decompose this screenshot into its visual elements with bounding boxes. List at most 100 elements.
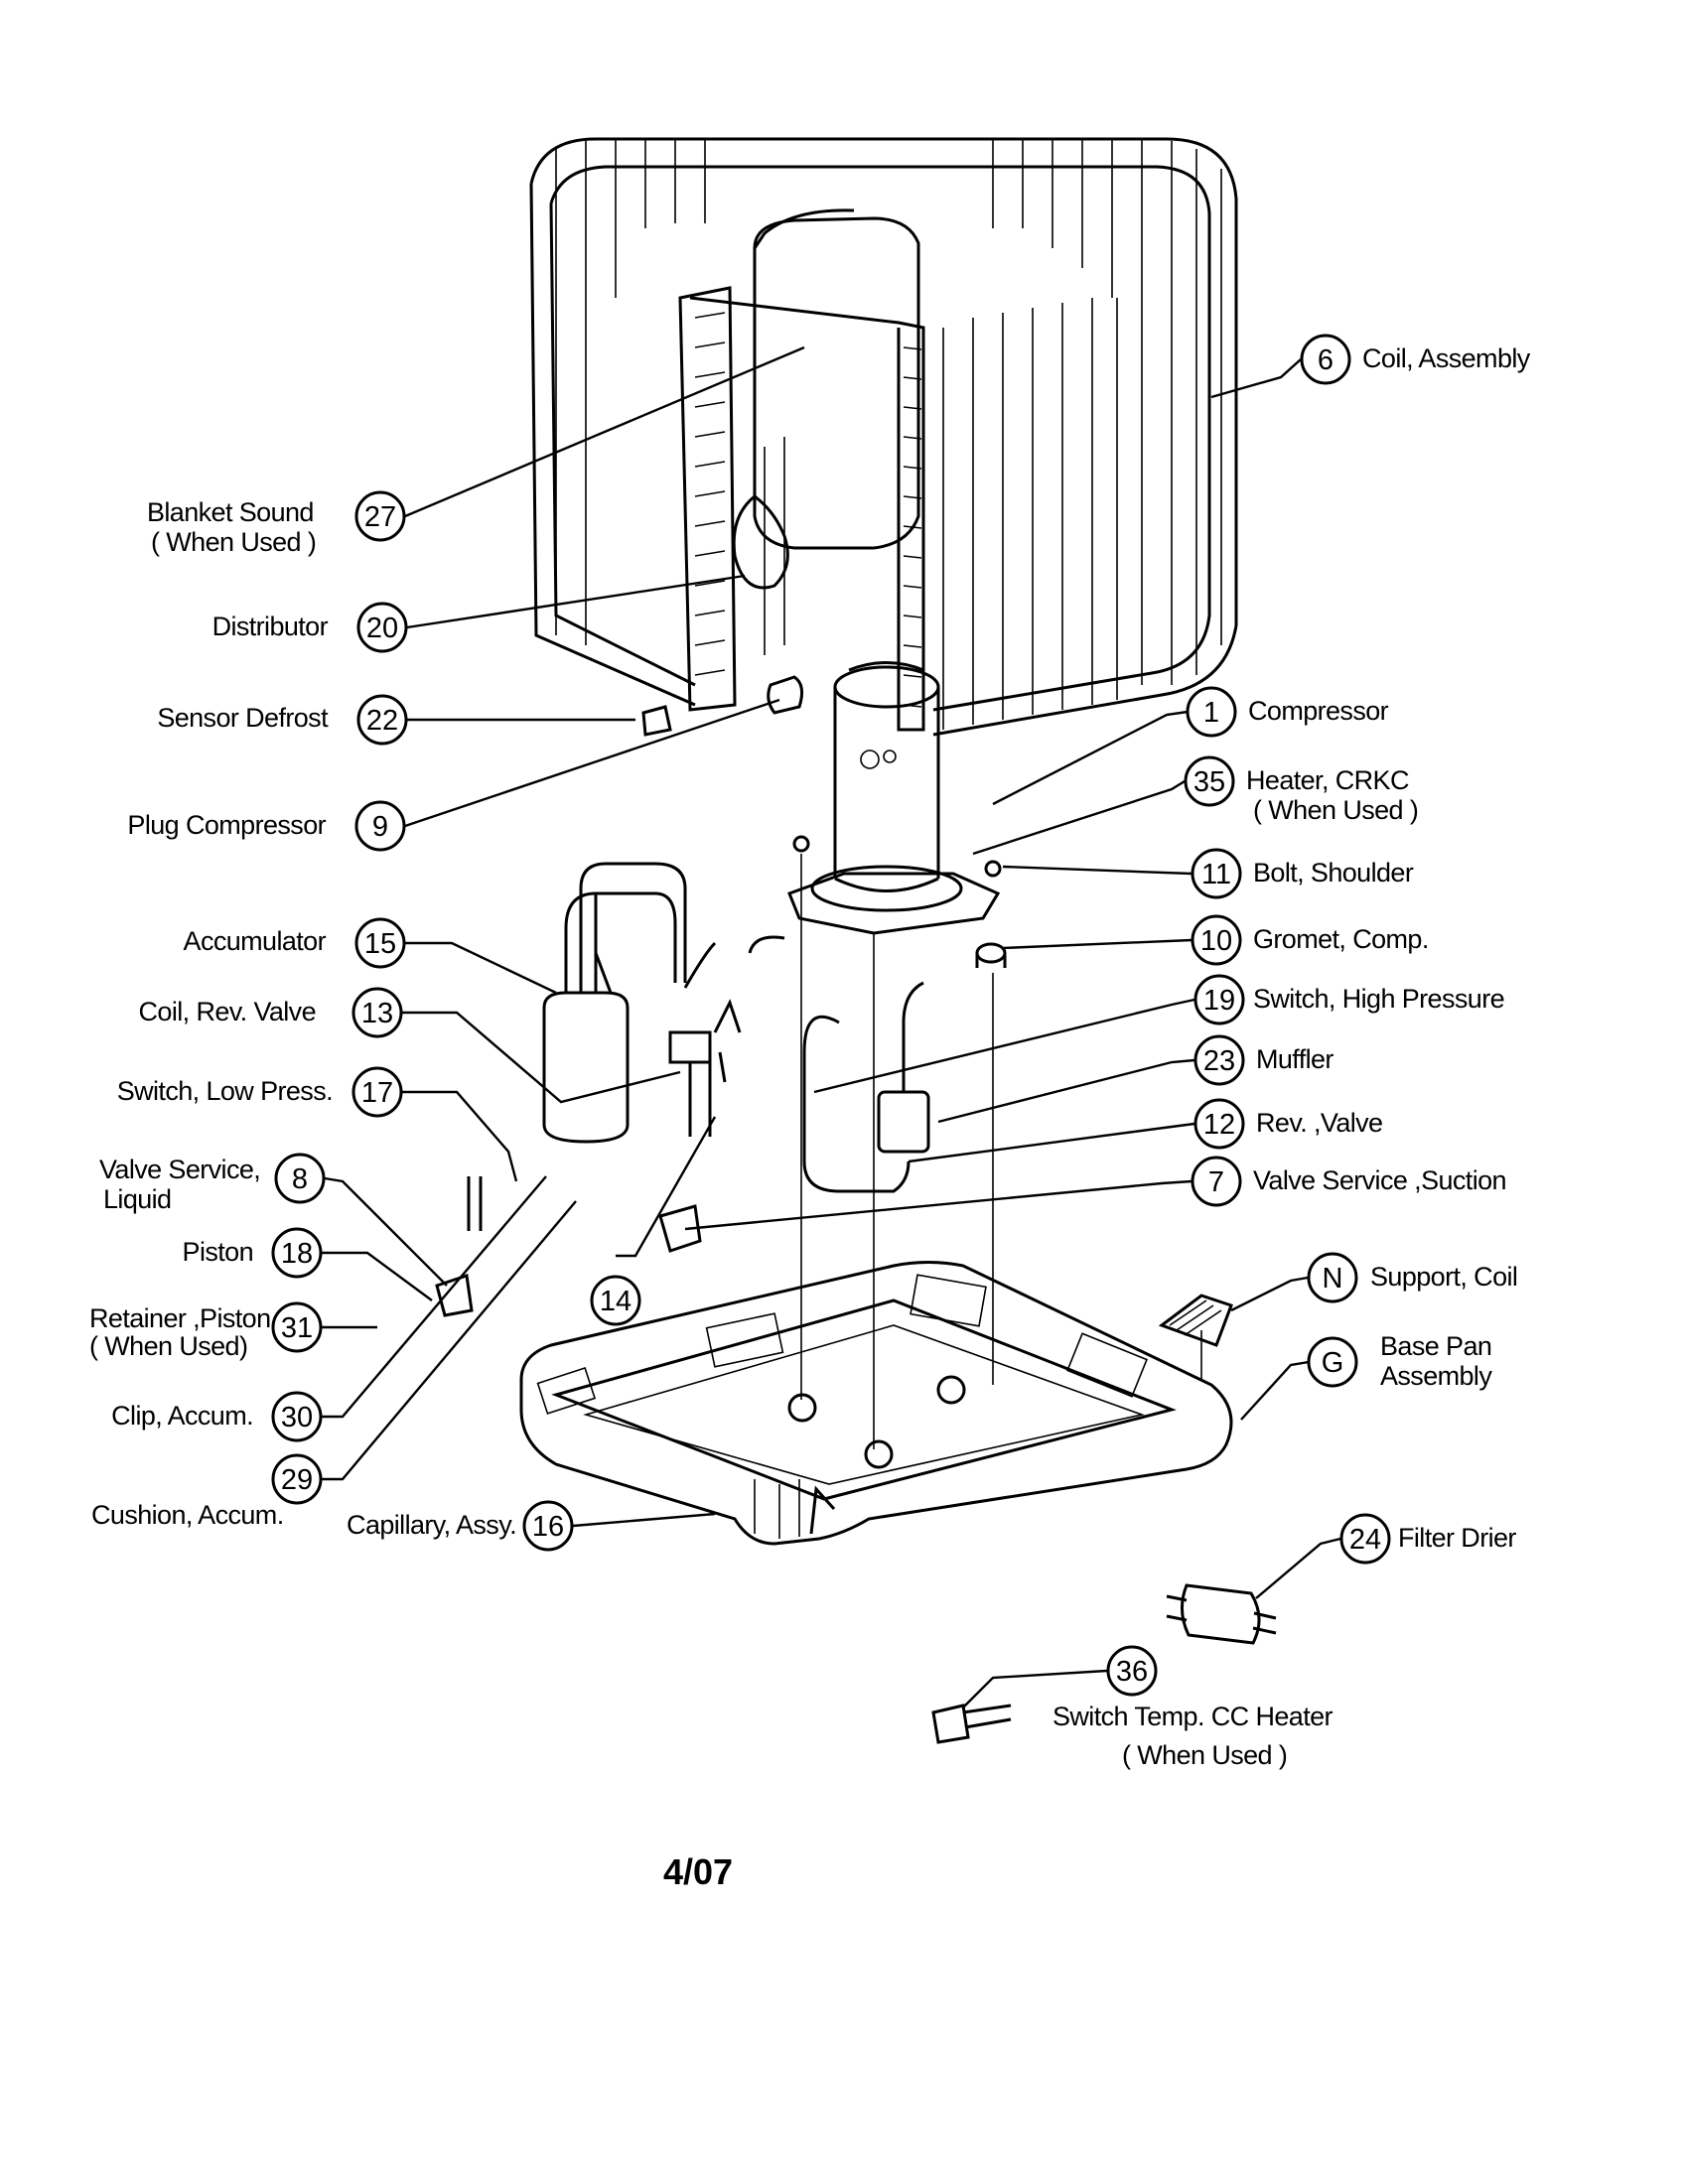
callout-label: Retainer ,Piston — [89, 1303, 271, 1333]
cc-heater-switch-drawing — [931, 1704, 1012, 1744]
callout-number: 23 — [1203, 1045, 1235, 1077]
callout-bubble — [1307, 1252, 1358, 1303]
callout-bubble — [1191, 1156, 1242, 1207]
callout-label: Assembly — [1380, 1361, 1492, 1391]
callout-label: Distributor — [212, 612, 329, 641]
bolt-drawings — [792, 835, 1007, 968]
callout-number: 36 — [1116, 1656, 1148, 1688]
coil-support-drawing — [1158, 1294, 1233, 1347]
callout-bubble — [1193, 974, 1245, 1025]
callout-number: 9 — [372, 811, 388, 843]
callout-number: 27 — [364, 501, 396, 533]
callout-number: 22 — [366, 705, 398, 737]
callout-bubble — [351, 987, 403, 1038]
callout-number: 17 — [361, 1077, 393, 1109]
callout-bubble — [1106, 1645, 1158, 1697]
callout-number: 11 — [1201, 859, 1231, 890]
callout-number: 15 — [364, 928, 396, 960]
callout-bubble — [271, 1453, 323, 1505]
callout-bubble — [1193, 1098, 1245, 1150]
callout-22: 22 Sensor Defrost — [157, 694, 408, 746]
callout-label: Filter Drier — [1398, 1523, 1516, 1553]
filter-drier-drawing — [1166, 1583, 1277, 1645]
callout-bubble — [1307, 1336, 1358, 1388]
callout-bubble — [356, 694, 408, 746]
callout-11: 11 Bolt, Shoulder — [1191, 848, 1414, 899]
callout-number: 30 — [281, 1402, 313, 1433]
leader-lines — [322, 345, 1341, 1708]
callout-number: G — [1322, 1347, 1344, 1379]
callout-number: 14 — [600, 1286, 632, 1317]
callout-31: 31 Retainer ,Piston( When Used) — [89, 1301, 323, 1361]
compressor-mount-plate — [787, 865, 1001, 935]
callout-bubble — [590, 1275, 641, 1326]
callout-number: 8 — [292, 1163, 308, 1195]
base-pan-drawing — [519, 1261, 1233, 1546]
callout-label: Switch, High Pressure — [1253, 984, 1504, 1014]
unit-illustration — [435, 137, 1277, 1744]
callout-number: 6 — [1318, 344, 1333, 376]
callout-bubble — [1184, 755, 1235, 807]
callout-number: 12 — [1203, 1109, 1235, 1141]
callout-label: Accumulator — [184, 926, 327, 956]
callout-label: Base Pan — [1380, 1331, 1491, 1361]
callout-number: 19 — [1203, 985, 1235, 1017]
compressor-drawing — [833, 661, 940, 892]
muffler-drawing — [802, 981, 930, 1193]
reversing-valve-drawing — [668, 935, 785, 1137]
callout-bubble — [271, 1301, 323, 1353]
coil-assembly-drawing — [529, 137, 1238, 737]
callout-label: Liquid — [103, 1184, 171, 1214]
callout-label: Plug Compressor — [127, 810, 326, 840]
callout-label: ( When Used ) — [1122, 1740, 1287, 1770]
callout-label: Gromet, Comp. — [1253, 924, 1429, 954]
callout-20: 20 Distributor — [212, 602, 408, 653]
callout-bubble — [1300, 334, 1351, 385]
revision-date: 4/07 — [663, 1851, 733, 1892]
callout-bubble — [1186, 686, 1237, 738]
callout-29: 29 — [271, 1453, 323, 1505]
callout-bubble — [1339, 1513, 1391, 1565]
callout-label: Compressor — [1248, 696, 1389, 726]
callout-bubble — [271, 1227, 323, 1279]
callout-label: Piston — [183, 1237, 253, 1267]
callout-1: 1 Compressor — [1186, 686, 1389, 738]
callout-24: 24 Filter Drier — [1339, 1513, 1517, 1565]
callout-number: 24 — [1349, 1524, 1381, 1556]
callout-number: 1 — [1203, 697, 1219, 729]
callout-number: 31 — [281, 1312, 313, 1344]
callout-10: 10 Gromet, Comp. — [1191, 914, 1429, 966]
callout-label: Heater, CRKC — [1246, 765, 1409, 795]
callout-label: Switch, Low Press. — [117, 1076, 333, 1106]
callout-30: 30 Clip, Accum. — [111, 1391, 323, 1442]
callout-number: 10 — [1200, 925, 1232, 957]
callout-label: Rev. ,Valve — [1256, 1108, 1382, 1138]
callout-bubble — [356, 602, 408, 653]
callout-15: 15 Accumulator — [184, 917, 406, 969]
callout-bubble — [1191, 848, 1242, 899]
callout-number: N — [1323, 1263, 1343, 1295]
callout-label: Clip, Accum. — [111, 1401, 253, 1431]
callout-number: 13 — [361, 998, 393, 1029]
small-parts-drawing — [641, 675, 836, 1535]
callout-label: Coil, Assembly — [1362, 343, 1531, 373]
callout-bubble — [522, 1500, 574, 1552]
callout-bubble — [1191, 914, 1242, 966]
sound-blanket-drawing — [753, 208, 920, 550]
accumulator-drawing — [542, 862, 717, 1144]
callout-label: Cushion, Accum. — [91, 1500, 284, 1530]
callout-label: ( When Used) — [89, 1331, 247, 1361]
callout-label: Sensor Defrost — [157, 703, 329, 733]
callout-number: 20 — [366, 613, 398, 644]
callout-label: Bolt, Shoulder — [1253, 858, 1414, 887]
callout-bubble — [351, 1066, 403, 1118]
callout-label: Switch Temp. CC Heater — [1052, 1702, 1333, 1731]
